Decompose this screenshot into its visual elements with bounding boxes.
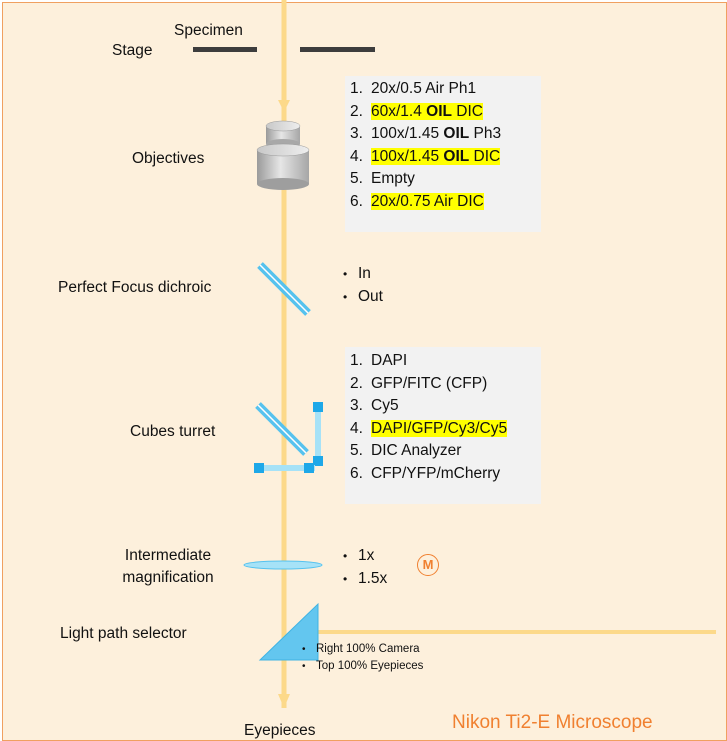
objective-contrast: DIC	[469, 147, 501, 165]
cubes-turret-label: Cubes turret	[130, 423, 216, 440]
cube-number: 6.	[350, 464, 363, 482]
perfect-focus-option: • In	[343, 262, 383, 285]
magnification-option-text: 1x	[358, 547, 375, 564]
objective-spec: 20x/0.5 Air Ph1	[371, 80, 477, 97]
objective-item: 2. 60x/1.4 OIL DIC	[350, 101, 501, 124]
intermediate-label-line1: Intermediate	[124, 547, 212, 564]
cube-name: GFP/FITC (CFP)	[371, 374, 488, 392]
cube-number: 3.	[350, 397, 363, 414]
cube-item: 6. CFP/YFP/mCherry	[350, 463, 507, 486]
cube-item: 4. DAPI/GFP/Cy3/Cy5	[350, 418, 508, 441]
objective-number: 3.	[350, 125, 363, 142]
objective-lens-icon	[256, 120, 310, 190]
specimen-label: Specimen	[174, 22, 243, 39]
perfect-focus-option-text: Out	[358, 288, 383, 305]
cube-item: 3. Cy5	[350, 395, 507, 418]
objective-contrast: Ph3	[469, 125, 502, 142]
objective-spec: 100x/1.45	[371, 125, 444, 142]
bullet-icon: •	[343, 290, 348, 304]
objective-spec: 100x/1.45	[371, 147, 444, 165]
objective-spec: Empty	[371, 170, 415, 187]
eyepieces-label: Eyepieces	[244, 722, 316, 739]
magnification-option: • 1.5x	[343, 567, 387, 590]
dichroic-mirror-icon	[257, 262, 311, 316]
objective-text: 100x/1.45 OIL Ph3	[371, 125, 501, 142]
objective-number: 5.	[350, 170, 363, 187]
bullet-icon: •	[302, 661, 306, 672]
objective-spec: 60x/1.4	[371, 102, 427, 120]
light-path-selector-label: Light path selector	[60, 625, 187, 642]
objective-number: 2.	[350, 102, 363, 120]
objective-number: 6.	[350, 192, 363, 210]
cube-number: 2.	[350, 374, 363, 392]
cube-number: 1.	[350, 352, 363, 369]
stage-label: Stage	[112, 42, 153, 59]
bullet-icon: •	[343, 572, 348, 586]
objectives-list: 1. 20x/0.5 Air Ph1 2. 60x/1.4 OIL DIC 3. 100x…	[350, 78, 501, 213]
motorized-icon: M	[417, 554, 439, 576]
cube-item: 2. GFP/FITC (CFP)	[350, 373, 507, 396]
light-path-option: • Top 100% Eyepieces	[302, 658, 423, 675]
cube-item: 1. DAPI	[350, 350, 507, 373]
objective-item: 6. 20x/0.75 Air DIC	[350, 191, 501, 214]
cube-name: DAPI/GFP/Cy3/Cy5	[371, 419, 508, 437]
cube-number: 5.	[350, 442, 363, 459]
objective-item: 3. 100x/1.45 OIL Ph3	[350, 123, 501, 146]
cube-name: CFP/YFP/mCherry	[371, 464, 501, 482]
perfect-focus-label: Perfect Focus dichroic	[58, 279, 212, 296]
objective-text: Empty	[371, 170, 415, 187]
perfect-focus-option: • Out	[343, 285, 383, 308]
light-beam	[278, 0, 716, 708]
cube-name: DIC Analyzer	[371, 442, 462, 459]
objective-item: 4. 100x/1.45 OIL DIC	[350, 146, 501, 169]
light-path-option-text: Right 100% Camera	[316, 643, 420, 655]
bullet-icon: •	[343, 267, 348, 281]
objectives-label: Objectives	[132, 150, 205, 167]
objective-number: 1.	[350, 80, 363, 97]
objective-text: 100x/1.45 OIL DIC	[371, 147, 501, 165]
prism-icon	[258, 602, 319, 661]
objective-number: 4.	[350, 147, 363, 165]
bullet-icon: •	[343, 549, 348, 563]
objective-item: 1. 20x/0.5 Air Ph1	[350, 78, 501, 101]
objective-item: 5. Empty	[350, 168, 501, 191]
intermediate-label-line2: magnification	[122, 569, 214, 586]
objective-spec: 20x/0.75 Air DIC	[371, 192, 484, 210]
microscope-title: Nikon Ti2-E Microscope	[452, 712, 653, 733]
objective-immersion: OIL	[443, 147, 470, 165]
magnification-lens-icon	[243, 560, 323, 570]
bullet-icon: •	[302, 644, 306, 655]
light-path-option-text: Top 100% Eyepieces	[316, 660, 424, 672]
filter-cube-icon	[254, 402, 323, 473]
objective-immersion: OIL	[426, 102, 452, 120]
light-path-option: • Right 100% Camera	[302, 641, 423, 658]
magnification-option-text: 1.5x	[358, 570, 388, 587]
perfect-focus-option-text: In	[358, 265, 371, 282]
objective-text: 60x/1.4 OIL DIC	[371, 102, 483, 120]
cube-name: Cy5	[371, 397, 399, 414]
perfect-focus-options: • In • Out	[343, 262, 383, 308]
cube-name: DAPI	[371, 352, 408, 369]
cubes-list: 1. DAPI 2. GFP/FITC (CFP) 3. Cy5 4. DAPI/GFP/Cy…	[350, 350, 508, 486]
objective-immersion: OIL	[443, 125, 470, 142]
light-path-options: • Right 100% Camera • Top 100% Eyepieces	[302, 641, 423, 675]
magnification-option: • 1x	[343, 544, 387, 567]
objective-contrast: DIC	[452, 102, 483, 120]
cube-item: 5. DIC Analyzer	[350, 440, 507, 463]
stage-plate	[193, 47, 375, 52]
cube-number: 4.	[350, 419, 363, 437]
objective-text: 20x/0.75 Air DIC	[371, 192, 484, 210]
objective-text: 20x/0.5 Air Ph1	[371, 80, 476, 97]
magnification-options: • 1x • 1.5x	[343, 544, 387, 590]
